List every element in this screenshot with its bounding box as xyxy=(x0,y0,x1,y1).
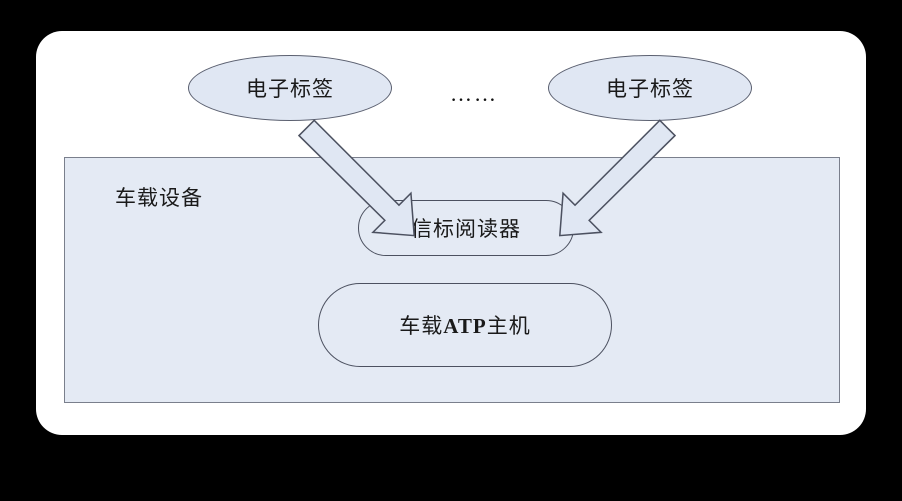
node-beacon-reader[interactable]: 信标阅读器 xyxy=(358,200,574,256)
diagram-canvas: 电子标签 …… 电子标签 车载设备 信标阅读器 车载ATP主机 xyxy=(36,31,866,435)
node-electronic-tag-left[interactable]: 电子标签 xyxy=(188,55,392,121)
ellipsis-marker: …… xyxy=(446,80,502,108)
outer-panel: 电子标签 …… 电子标签 车载设备 信标阅读器 车载ATP主机 xyxy=(36,31,866,435)
atp-label-suffix: 主机 xyxy=(486,314,531,338)
node-label: 信标阅读器 xyxy=(411,217,521,241)
atp-label-bold: ATP xyxy=(443,314,487,338)
node-electronic-tag-right[interactable]: 电子标签 xyxy=(548,55,752,121)
node-label: 电子标签 xyxy=(606,77,694,101)
node-onboard-atp-host[interactable]: 车载ATP主机 xyxy=(318,283,612,367)
node-label: 车载ATP主机 xyxy=(399,310,530,340)
container-onboard-equipment: 车载设备 xyxy=(64,157,840,403)
container-label-onboard-equipment: 车载设备 xyxy=(115,186,203,210)
node-label: 电子标签 xyxy=(246,77,334,101)
ellipsis-text: …… xyxy=(450,81,498,106)
atp-label-prefix: 车载 xyxy=(399,314,444,338)
